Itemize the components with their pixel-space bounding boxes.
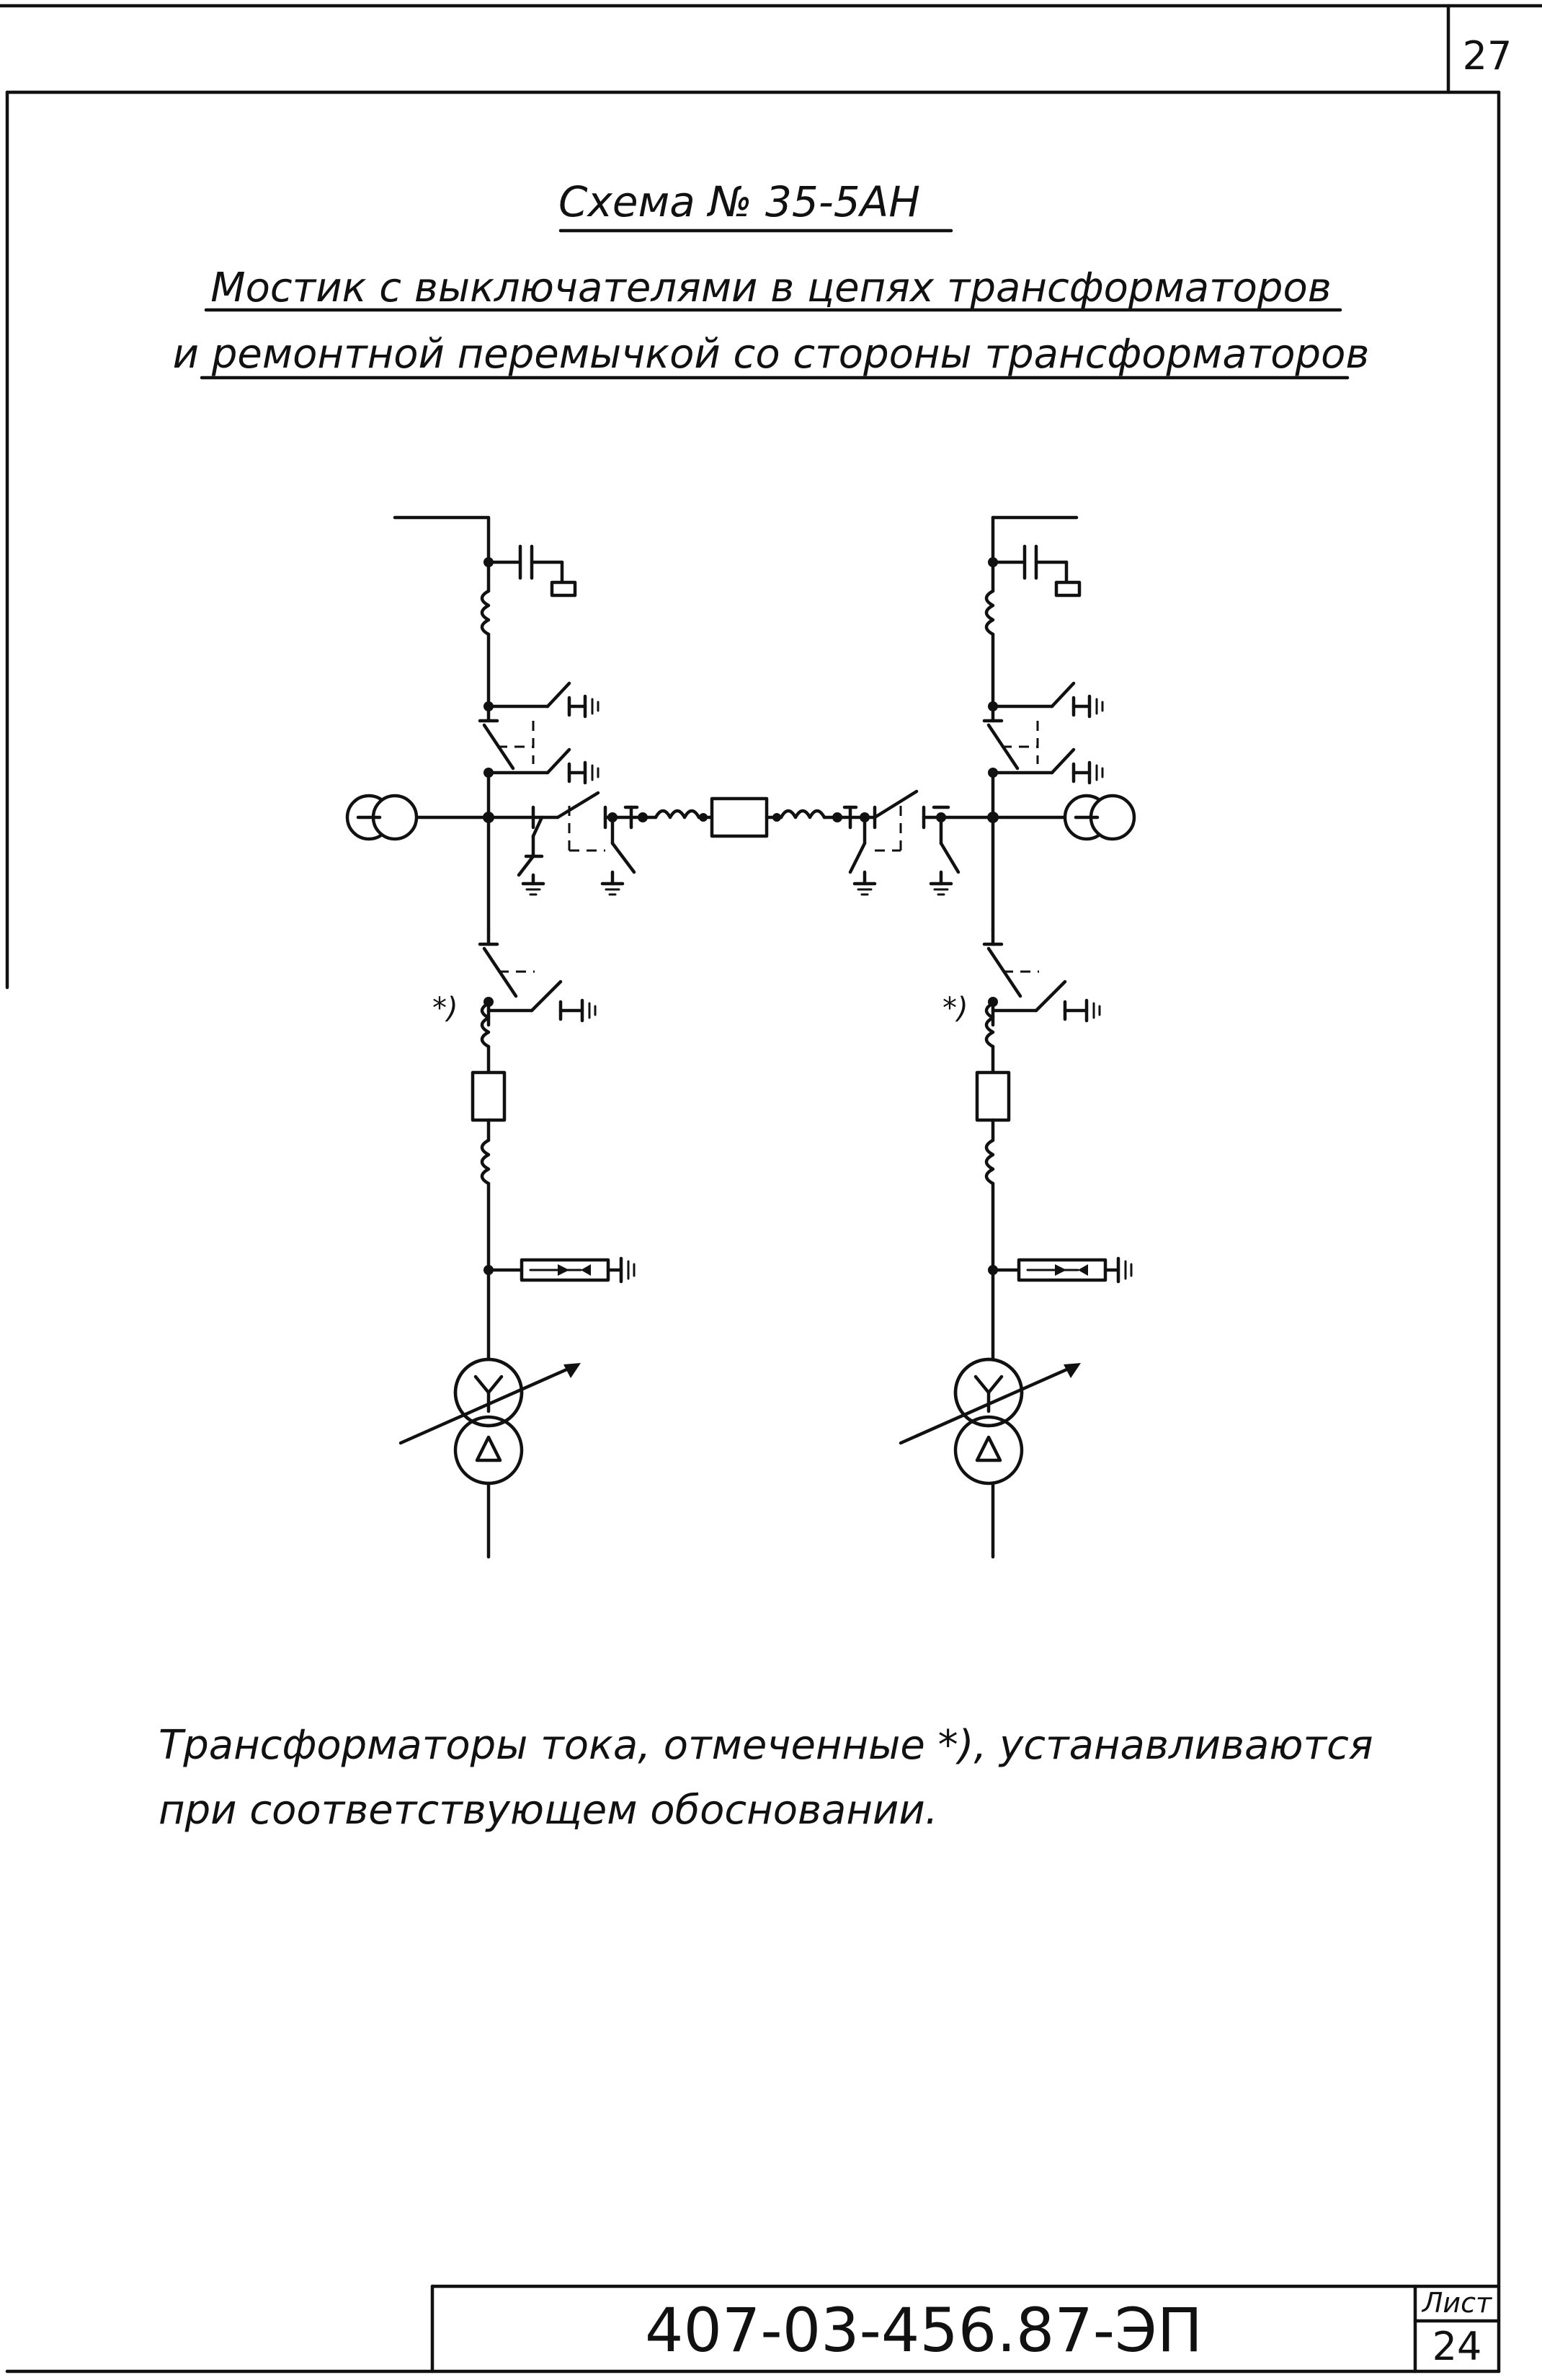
right-transformer-disconnector — [984, 930, 1100, 1021]
left-bridge-current-transformer — [654, 809, 701, 820]
note-line-1: Трансформаторы тока, отмеченные *), уста… — [159, 1722, 1373, 1769]
right-surge-arrester — [991, 1256, 1133, 1284]
left-power-transformer — [398, 1357, 581, 1559]
right-bridge-disconnector-blade — [873, 789, 919, 820]
right-line-trap-coil — [986, 591, 993, 634]
page-number-top: 27 — [1463, 33, 1512, 79]
left-line-disconnector — [478, 681, 600, 785]
footnote-marker-right: *) — [942, 992, 968, 1025]
document-code: 407-03-456.87-ЭП — [645, 2295, 1203, 2366]
subtitle-line-1: Мостик с выключателями в цепях трансформ… — [210, 265, 1331, 311]
note-line-2: при соответствующем обосновании. — [159, 1787, 938, 1834]
right-transformer-breaker — [977, 1073, 1009, 1120]
left-coupling-capacitor — [486, 544, 577, 598]
left-current-transformer — [482, 1140, 489, 1184]
right-current-transformer — [986, 1140, 993, 1184]
right-power-transformer — [899, 1357, 1081, 1559]
left-transformer-breaker — [473, 1073, 504, 1120]
single-line-diagram: *) — [345, 515, 1136, 1559]
sheet-frame — [0, 4, 1542, 2374]
right-line-disconnector — [982, 681, 1104, 785]
left-incoming-line — [393, 515, 491, 564]
left-bridge-disconnector-blade — [556, 791, 600, 820]
title-block — [430, 2284, 1501, 2374]
left-surge-arrester — [486, 1256, 636, 1284]
subtitle-line-2: и ремонтной перемычкой со стороны трансф… — [173, 331, 1370, 378]
right-bridge-current-transformer — [779, 809, 826, 820]
right-voltage-transformer — [991, 794, 1136, 841]
right-transformer-chain: *) — [899, 515, 1136, 1559]
left-line-trap-coil — [482, 591, 489, 634]
left-transformer-chain: *) — [345, 515, 636, 1559]
stamp-label: Лист — [1421, 2287, 1493, 2319]
left-transformer-disconnector — [480, 930, 595, 1021]
scheme-title: Схема № 35-5АН — [558, 177, 920, 226]
stamp-sheet-number: 24 — [1432, 2324, 1482, 2369]
footnote-marker-left: *) — [432, 992, 458, 1025]
left-voltage-transformer — [345, 794, 491, 841]
right-coupling-capacitor — [991, 544, 1082, 598]
bridge-breaker — [710, 796, 769, 838]
bridge-repair-jumper — [486, 789, 995, 894]
